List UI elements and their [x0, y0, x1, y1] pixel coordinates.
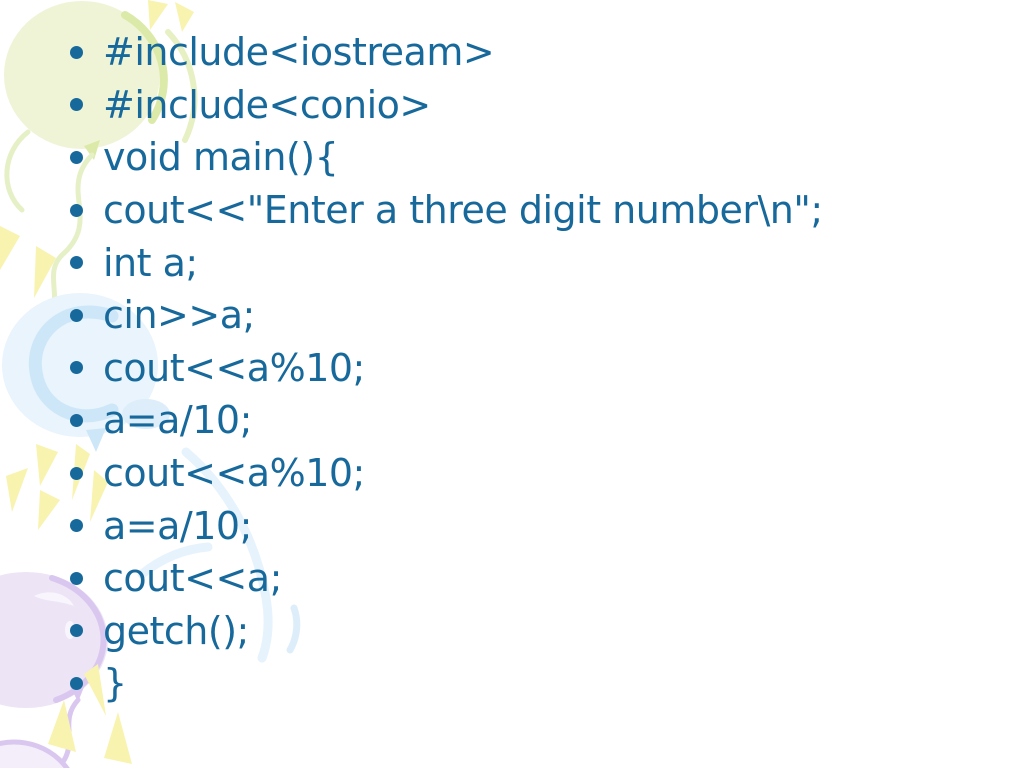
- bullet-marker: [70, 203, 83, 217]
- bullet-text: cout<<a%10;: [103, 451, 365, 496]
- bullet-item: }: [0, 657, 1024, 710]
- bullet-marker: [70, 45, 83, 59]
- bullet-marker: [70, 361, 83, 375]
- bullet-item: cout<<a%10;: [0, 342, 1024, 395]
- bullet-text: cout<<a%10;: [103, 345, 365, 390]
- code-bullet-list: #include<iostream> #include<conio> void …: [0, 26, 1024, 710]
- bullet-text: cout<<a;: [103, 556, 282, 601]
- bullet-item: int a;: [0, 236, 1024, 289]
- bullet-item: cout<<a%10;: [0, 447, 1024, 500]
- bullet-item: cout<<a;: [0, 552, 1024, 605]
- bullet-text: void main(){: [103, 135, 339, 180]
- bullet-marker: [70, 98, 83, 112]
- bullet-text: cin>>a;: [103, 293, 255, 338]
- bullet-marker: [70, 308, 83, 322]
- bullet-item: #include<conio>: [0, 79, 1024, 132]
- bullet-item: getch();: [0, 605, 1024, 658]
- bullet-marker: [70, 150, 83, 164]
- bullet-marker: [70, 256, 83, 270]
- bullet-marker: [70, 466, 83, 480]
- bullet-item: cin>>a;: [0, 289, 1024, 342]
- bullet-marker: [70, 624, 83, 638]
- bullet-text: #include<iostream>: [103, 30, 495, 75]
- bullet-text: #include<conio>: [103, 82, 431, 127]
- bullet-item: a=a/10;: [0, 394, 1024, 447]
- bullet-marker: [70, 519, 83, 533]
- bullet-text: int a;: [103, 240, 198, 285]
- bullet-marker: [70, 413, 83, 427]
- bullet-item: #include<iostream>: [0, 26, 1024, 79]
- bullet-marker: [70, 676, 83, 690]
- bullet-text: a=a/10;: [103, 503, 252, 548]
- bullet-text: a=a/10;: [103, 398, 252, 443]
- bullet-item: cout<<"Enter a three digit number\n";: [0, 184, 1024, 237]
- bullet-marker: [70, 571, 83, 585]
- bullet-item: a=a/10;: [0, 499, 1024, 552]
- bullet-text: }: [103, 661, 127, 706]
- bullet-text: getch();: [103, 608, 249, 653]
- bullet-item: void main(){: [0, 131, 1024, 184]
- bullet-text: cout<<"Enter a three digit number\n";: [103, 188, 823, 233]
